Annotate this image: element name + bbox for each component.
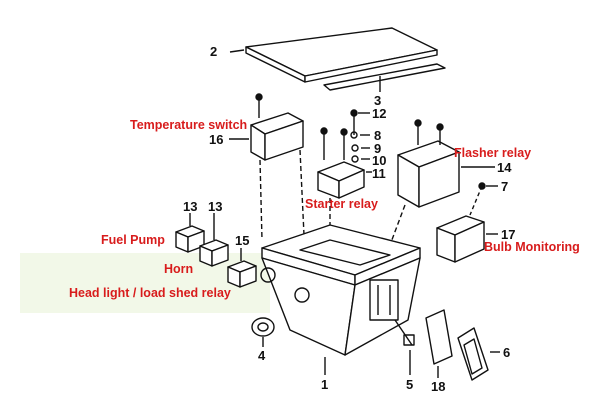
fuel-pump-relay-part bbox=[175, 213, 205, 253]
part-number-6: 6 bbox=[503, 345, 511, 360]
head-light-relay-part bbox=[227, 248, 257, 288]
part-number-13-fuel-pump: 13 bbox=[183, 199, 198, 214]
part-number-8: 8 bbox=[374, 128, 382, 143]
part-number-11: 11 bbox=[372, 166, 386, 181]
grommet-part bbox=[251, 317, 275, 347]
part-number-16: 16 bbox=[209, 132, 224, 147]
part-number-3: 3 bbox=[374, 93, 382, 108]
screw-part bbox=[469, 182, 498, 216]
part-number-7: 7 bbox=[501, 179, 509, 194]
label-highlight-band bbox=[20, 253, 270, 313]
part-number-2: 2 bbox=[210, 44, 218, 59]
part-number-4: 4 bbox=[258, 348, 266, 363]
temperature-switch-part bbox=[229, 93, 305, 241]
label-head-light-relay: Head light / load shed relay bbox=[69, 286, 231, 300]
cap-part bbox=[457, 327, 500, 381]
part-number-14: 14 bbox=[497, 160, 512, 175]
label-fuel-pump: Fuel Pump bbox=[101, 233, 165, 247]
part-number-18: 18 bbox=[431, 379, 446, 394]
part-number-9: 9 bbox=[374, 141, 382, 156]
screw-stack bbox=[320, 109, 370, 163]
horn-relay-part bbox=[199, 213, 229, 267]
part-number-10: 10 bbox=[372, 153, 387, 168]
bulb-monitoring-part bbox=[436, 215, 498, 263]
part-number-5: 5 bbox=[406, 377, 414, 392]
part-number-12: 12 bbox=[372, 106, 387, 121]
seal-strip bbox=[323, 63, 446, 92]
part-number-15: 15 bbox=[235, 233, 250, 248]
fuse-box-housing bbox=[260, 224, 421, 375]
part-number-17: 17 bbox=[501, 227, 516, 242]
label-horn: Horn bbox=[164, 262, 194, 276]
part-number-1: 1 bbox=[321, 377, 329, 392]
label-starter-relay: Starter relay bbox=[305, 197, 378, 211]
label-temperature-switch: Temperature switch bbox=[130, 118, 248, 132]
fuse-cover-part bbox=[425, 309, 453, 378]
part-number-13-horn: 13 bbox=[208, 199, 223, 214]
starter-relay-part bbox=[317, 161, 372, 260]
cover-lid bbox=[229, 27, 438, 83]
connector-part bbox=[394, 319, 415, 375]
label-flasher-relay: Flasher relay bbox=[454, 146, 532, 160]
flasher-relay-part bbox=[389, 119, 495, 246]
label-bulb-monitoring: Bulb Monitoring bbox=[484, 240, 580, 254]
